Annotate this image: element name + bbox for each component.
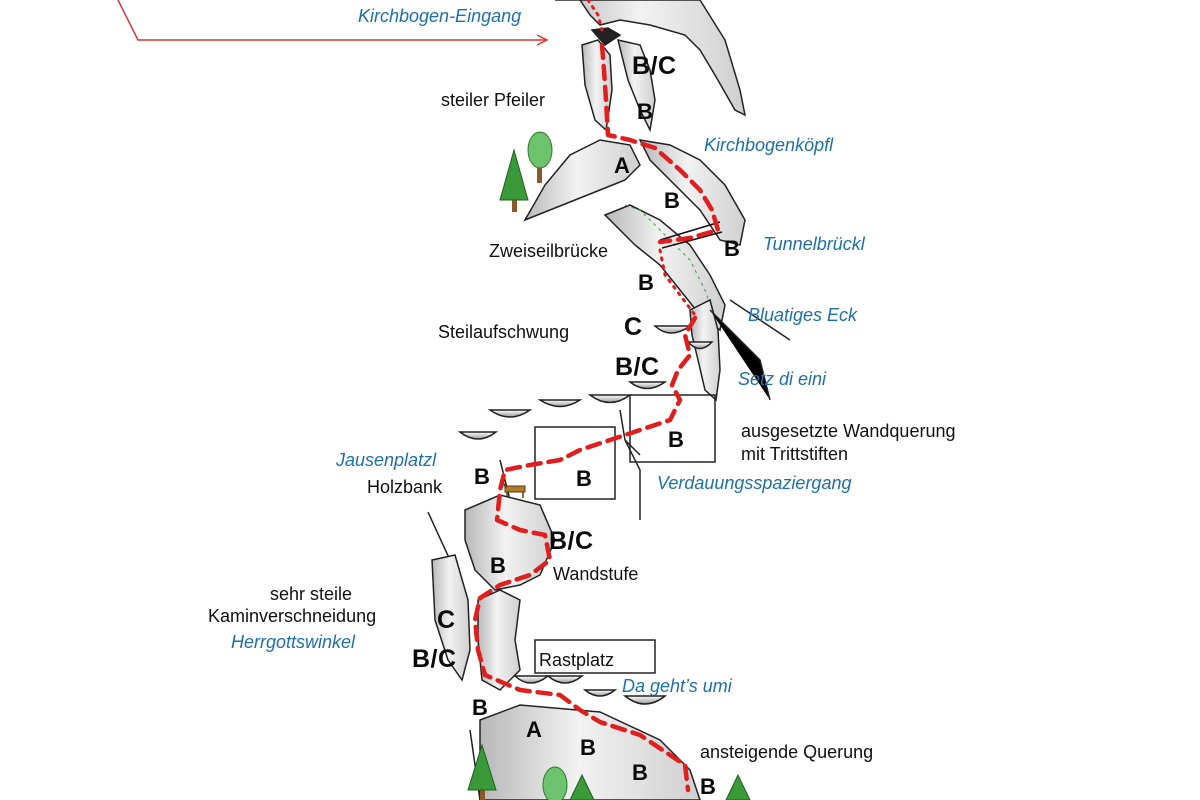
place-label: Setz di eini bbox=[738, 369, 827, 389]
setz-rock bbox=[689, 298, 791, 402]
note-label: Zweiseilbrücke bbox=[489, 241, 609, 261]
place-label: Tunnelbrückl bbox=[763, 234, 865, 254]
grade-label: A bbox=[526, 717, 543, 742]
grade-label: B bbox=[638, 270, 655, 295]
pointer-arrow bbox=[117, 0, 549, 46]
grade-label: B bbox=[472, 695, 489, 720]
grade-label: B bbox=[576, 466, 593, 491]
place-label: Jausenplatzl bbox=[336, 450, 437, 470]
grade-label: B/C bbox=[549, 527, 594, 555]
tree-icon bbox=[542, 766, 568, 800]
note-label: Holzbank bbox=[367, 477, 443, 497]
note-label: Kaminverschneidung bbox=[208, 606, 377, 626]
grade-label: B bbox=[668, 427, 685, 452]
note-label: steiler Pfeiler bbox=[441, 90, 546, 110]
tree-icon bbox=[467, 743, 497, 800]
tree-icon bbox=[499, 148, 529, 212]
place-label: Da geht’s umi bbox=[622, 676, 732, 696]
grade-label: B/C bbox=[632, 52, 677, 80]
grade-label: B bbox=[664, 188, 681, 213]
tree-icon bbox=[569, 773, 595, 800]
grade-label: B bbox=[580, 735, 597, 760]
kirchbogenkoepfl-rock bbox=[523, 139, 746, 246]
ledges-lower bbox=[513, 675, 668, 705]
grade-label: B bbox=[637, 99, 654, 124]
climbing-route bbox=[472, 0, 721, 793]
note-label: Steilaufschwung bbox=[438, 322, 570, 342]
place-label: Kirchbogen-Eingang bbox=[358, 6, 522, 26]
note-label: ansteigende Querung bbox=[700, 742, 874, 762]
wandstufe-rock bbox=[431, 494, 556, 691]
grade-label: C bbox=[624, 313, 643, 341]
grade-label: B bbox=[724, 236, 741, 261]
place-label: Bluatiges Eck bbox=[748, 305, 858, 325]
place-label: Kirchbogenköpfl bbox=[704, 135, 834, 155]
grade-label: A bbox=[614, 153, 631, 178]
grade-label: B bbox=[700, 774, 717, 799]
grade-label: B/C bbox=[615, 353, 660, 381]
zweiseilbruecke-ropes bbox=[659, 221, 723, 249]
note-label: sehr steile bbox=[270, 584, 353, 604]
note-label: ausgesetzte Wandquerung bbox=[741, 421, 956, 441]
note-label: Rastplatz bbox=[539, 650, 615, 670]
tree-icon bbox=[725, 773, 751, 800]
rastplatz-box bbox=[534, 639, 656, 674]
note-label: mit Trittstiften bbox=[741, 444, 849, 464]
tree-icon bbox=[527, 131, 553, 183]
grade-label: B bbox=[474, 464, 491, 489]
ledges-upper bbox=[457, 325, 714, 440]
grade-label: C bbox=[437, 606, 456, 634]
grade-label: B bbox=[632, 760, 649, 785]
grade-label: B/C bbox=[412, 645, 457, 673]
place-label: Herrgottswinkel bbox=[231, 632, 356, 652]
place-label: Verdauungsspaziergang bbox=[657, 473, 852, 493]
grade-label: B bbox=[490, 553, 507, 578]
note-label: Wandstufe bbox=[553, 564, 639, 584]
